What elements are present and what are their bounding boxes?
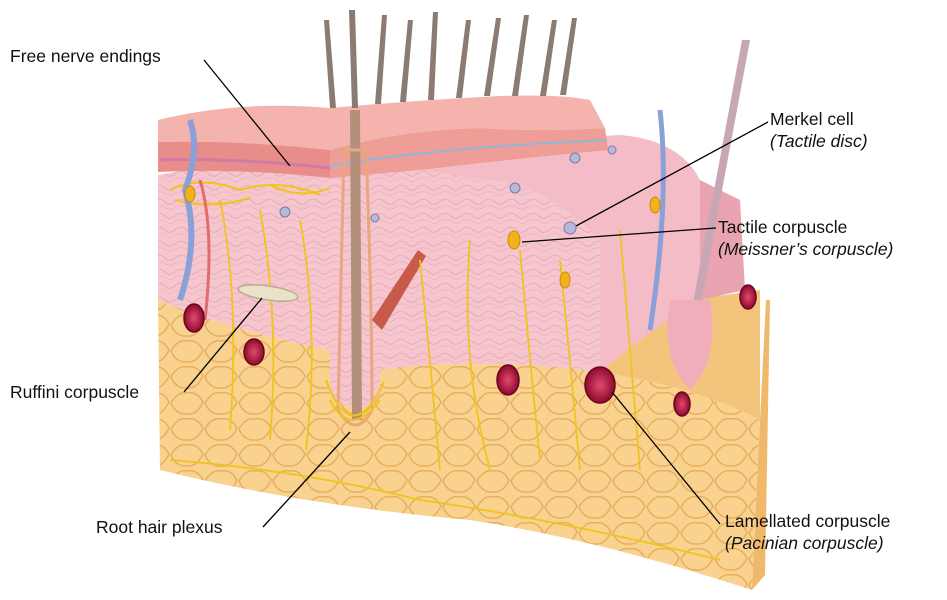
- label-tactile-corpuscle: Tactile corpuscle (Meissner’s corpuscle): [718, 216, 893, 260]
- label-lamellated-corpuscle: Lamellated corpuscle (Pacinian corpuscle…: [725, 510, 890, 554]
- label-free-nerve-endings: Free nerve endings: [10, 45, 161, 67]
- label-lamellated-corpuscle-sub: (Pacinian corpuscle): [725, 532, 890, 554]
- label-lamellated-corpuscle-main: Lamellated corpuscle: [725, 511, 890, 531]
- label-merkel-cell-main: Merkel cell: [770, 109, 854, 129]
- label-ruffini-corpuscle: Ruffini corpuscle: [10, 381, 139, 403]
- label-merkel-cell: Merkel cell (Tactile disc): [770, 108, 868, 152]
- label-tactile-corpuscle-sub: (Meissner’s corpuscle): [718, 238, 893, 260]
- label-merkel-cell-sub: (Tactile disc): [770, 130, 868, 152]
- hair-shafts: [324, 10, 577, 108]
- central-hair-shaft: [350, 110, 362, 420]
- label-root-hair-plexus: Root hair plexus: [96, 516, 222, 538]
- label-tactile-corpuscle-main: Tactile corpuscle: [718, 217, 847, 237]
